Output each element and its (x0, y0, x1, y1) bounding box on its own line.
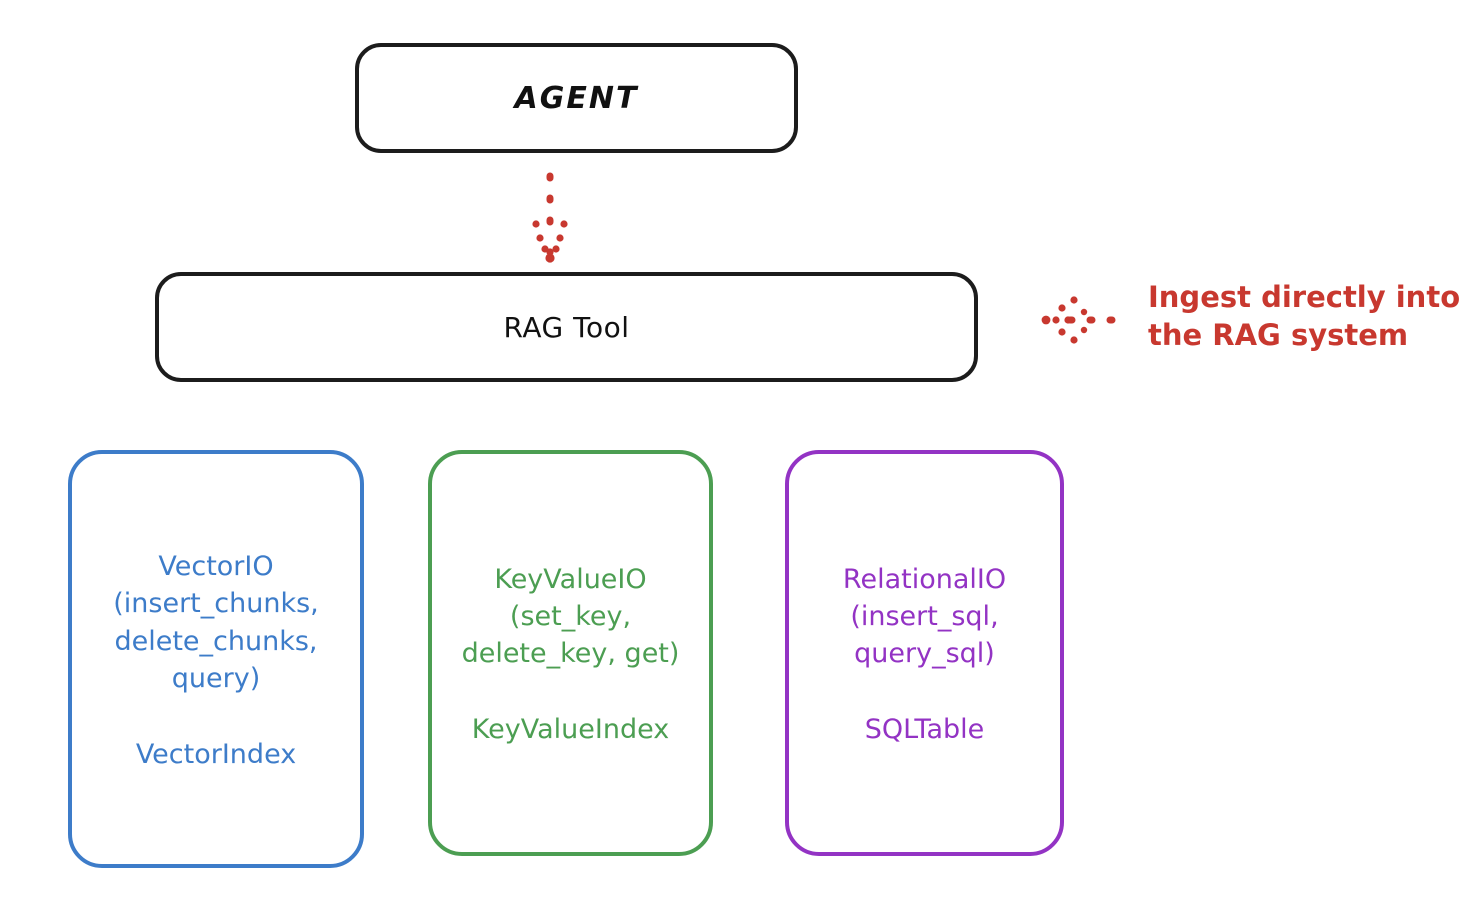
node-rag-tool[interactable]: RAG Tool (155, 272, 978, 382)
node-relational-io[interactable]: RelationalIO (insert_sql, query_sql) SQL… (785, 450, 1064, 856)
sql-table-label: SQLTable (864, 714, 985, 746)
vector-io-api-label: VectorIO (insert_chunks, delete_chunks, … (113, 551, 319, 694)
node-vector-io[interactable]: VectorIO (insert_chunks, delete_chunks, … (68, 450, 364, 868)
rag-tool-label: RAG Tool (503, 310, 630, 344)
agent-label: AGENT (514, 80, 639, 116)
relational-io-api-label: RelationalIO (insert_sql, query_sql) (842, 563, 1007, 670)
node-key-value-io[interactable]: KeyValueIO (set_key, delete_key, get) Ke… (428, 450, 713, 856)
agent-to-rag-arrow (532, 172, 568, 263)
vector-index-label: VectorIndex (135, 739, 297, 770)
node-agent[interactable]: AGENT (355, 43, 798, 153)
key-value-index-label: KeyValueIndex (471, 714, 670, 746)
ingest-annotation-text: Ingest directly into the RAG system (1148, 280, 1461, 353)
ingest-to-rag-arrow (1041, 296, 1132, 344)
key-value-io-api-label: KeyValueIO (set_key, delete_key, get) (461, 563, 680, 670)
